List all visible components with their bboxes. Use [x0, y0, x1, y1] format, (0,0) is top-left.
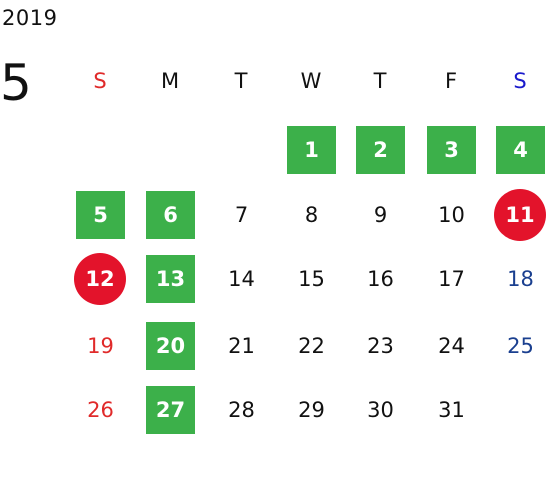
day-27[interactable]: 27	[146, 386, 195, 434]
day-23[interactable]: 23	[367, 334, 394, 358]
weekday-fri: F	[444, 69, 458, 93]
day-10[interactable]: 10	[438, 203, 465, 227]
day-25[interactable]: 25	[507, 334, 534, 358]
day-21[interactable]: 21	[228, 334, 255, 358]
weekday-thu: T	[373, 69, 387, 93]
day-6[interactable]: 6	[146, 191, 195, 239]
day-31[interactable]: 31	[438, 398, 465, 422]
day-14[interactable]: 14	[228, 267, 255, 291]
day-5[interactable]: 5	[76, 191, 125, 239]
day-12[interactable]: 12	[74, 253, 126, 305]
day-7[interactable]: 7	[234, 203, 249, 227]
day-28[interactable]: 28	[228, 398, 255, 422]
weekday-wed: W	[300, 69, 322, 93]
year-label: 2019	[2, 6, 58, 30]
day-30[interactable]: 30	[367, 398, 394, 422]
day-20[interactable]: 20	[146, 322, 195, 370]
day-3[interactable]: 3	[427, 126, 476, 174]
day-11[interactable]: 11	[494, 189, 546, 241]
day-1[interactable]: 1	[287, 126, 336, 174]
weekday-sun: S	[93, 69, 107, 93]
day-17[interactable]: 17	[438, 267, 465, 291]
day-8[interactable]: 8	[304, 203, 319, 227]
month-number: 5	[0, 54, 32, 112]
weekday-sat: S	[513, 69, 527, 93]
day-22[interactable]: 22	[298, 334, 325, 358]
day-15[interactable]: 15	[298, 267, 325, 291]
day-16[interactable]: 16	[367, 267, 394, 291]
day-29[interactable]: 29	[298, 398, 325, 422]
day-13[interactable]: 13	[146, 255, 195, 303]
weekday-mon: M	[160, 69, 180, 93]
day-19[interactable]: 19	[87, 334, 114, 358]
day-2[interactable]: 2	[356, 126, 405, 174]
day-18[interactable]: 18	[507, 267, 534, 291]
weekday-tue: T	[234, 69, 248, 93]
day-9[interactable]: 9	[373, 203, 388, 227]
day-26[interactable]: 26	[87, 398, 114, 422]
day-24[interactable]: 24	[438, 334, 465, 358]
day-4[interactable]: 4	[496, 126, 545, 174]
